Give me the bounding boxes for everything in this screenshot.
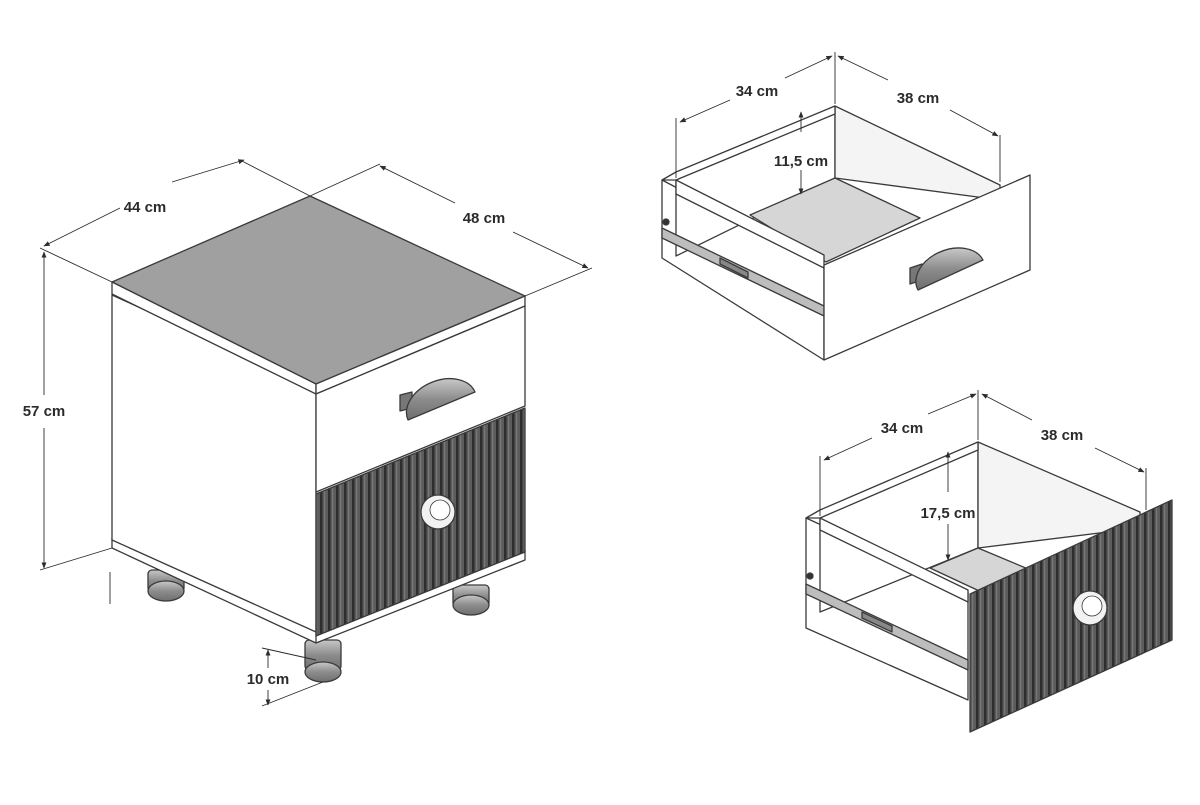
lower-drawer-dimensions <box>819 390 1147 561</box>
lower-drawer-knob <box>1072 590 1108 626</box>
nightstand-illustration <box>111 195 526 683</box>
upper-drawer-height-label: 11,5 cm <box>774 153 828 170</box>
upper-drawer-handle <box>909 247 984 291</box>
leg-front <box>304 639 342 683</box>
lower-drawer-width-label: 34 cm <box>881 420 924 437</box>
upper-drawer-depth-label: 38 cm <box>897 90 940 107</box>
fluted-door <box>315 407 526 637</box>
lower-drawer-front <box>969 499 1173 733</box>
nightstand-width-label: 44 cm <box>124 199 167 216</box>
drawer-handle <box>399 378 476 421</box>
leg-right <box>452 584 490 616</box>
nightstand-depth-label: 48 cm <box>463 210 506 227</box>
lower-drawer-height-label: 17,5 cm <box>920 505 975 522</box>
nightstand-dimensions <box>39 159 593 707</box>
lower-drawer-depth-label: 38 cm <box>1041 427 1084 444</box>
leg-height-label: 10 cm <box>247 671 290 688</box>
lower-drawer-illustration <box>805 441 1173 733</box>
nightstand-height-label: 57 cm <box>23 403 66 420</box>
door-knob <box>420 494 456 530</box>
upper-drawer-illustration <box>661 105 1031 361</box>
upper-drawer-width-label: 34 cm <box>736 83 779 100</box>
upper-drawer-dimensions <box>675 52 1001 195</box>
lower-drawer-runner <box>805 572 969 671</box>
